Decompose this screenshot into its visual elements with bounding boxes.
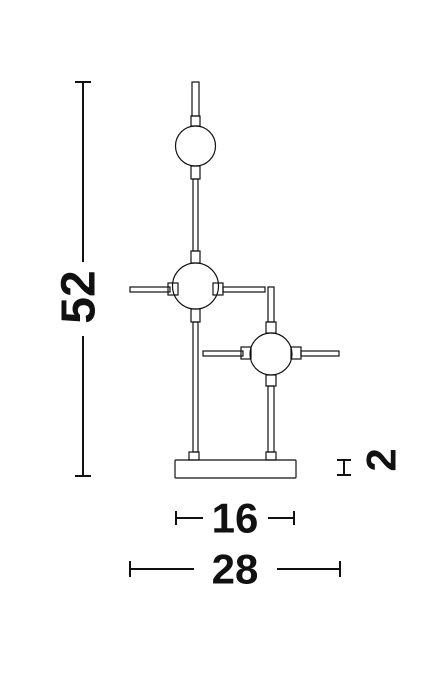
base-height-dimension-line	[337, 459, 351, 476]
lamp-base	[174, 459, 297, 479]
tall-rod	[190, 81, 201, 453]
lamp-drawing	[129, 81, 340, 479]
rod-joint	[190, 250, 201, 264]
short-rod	[265, 286, 277, 453]
middle-globe	[171, 262, 220, 310]
arm-joint	[167, 282, 179, 296]
lower-globe-assembly	[202, 332, 340, 376]
rod-middle-segment	[192, 178, 199, 252]
lower-globe	[249, 332, 293, 376]
arm-joint	[240, 346, 252, 360]
rod-joint	[265, 374, 277, 387]
rod-top-segment	[191, 81, 200, 117]
left-arm	[129, 286, 171, 293]
rod-joint	[190, 308, 201, 323]
right-arm	[300, 350, 340, 357]
height-label: 52	[53, 270, 106, 323]
base-width-dimension-line	[175, 511, 295, 525]
total-width-label: 28	[212, 546, 259, 593]
rod-joint	[265, 321, 277, 334]
top-globe	[174, 125, 217, 167]
middle-globe-assembly	[129, 262, 266, 310]
base-width-label: 16	[212, 495, 259, 542]
rod-joint	[190, 115, 201, 127]
short-rod-top	[267, 286, 275, 323]
height-dimension-line	[75, 81, 91, 477]
base-connector-left	[188, 451, 200, 461]
base-height-label: 2	[358, 448, 405, 471]
short-rod-lower	[267, 385, 275, 453]
base-connector-right	[265, 451, 277, 461]
right-arm	[222, 286, 266, 293]
rod-lower-segment	[192, 321, 199, 453]
rod-joint	[190, 165, 201, 180]
total-width-dimension-line	[129, 561, 341, 577]
left-arm	[202, 350, 244, 357]
